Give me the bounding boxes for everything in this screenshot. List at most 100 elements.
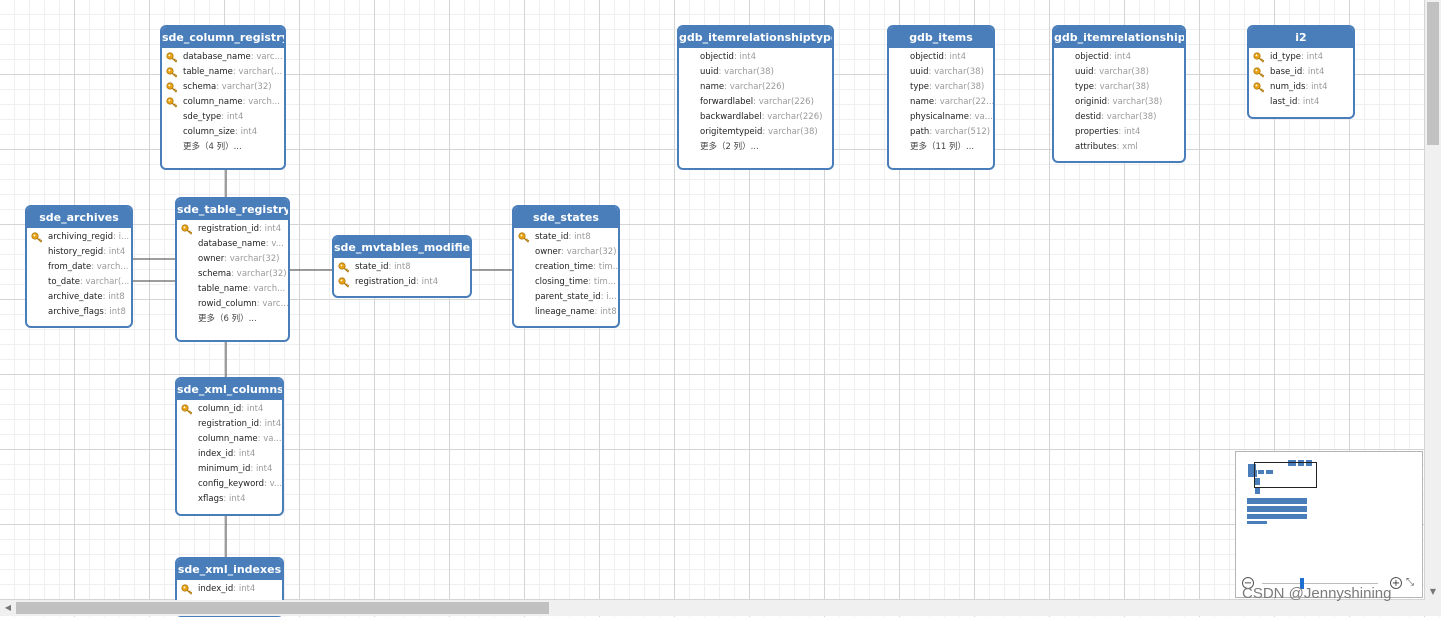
field-row[interactable]: objectid: int4 [1054, 50, 1184, 65]
field-row[interactable]: rowid_column: varc... [177, 297, 288, 312]
field-separator: : [1118, 127, 1124, 137]
field-row[interactable]: type: varchar(38) [1054, 80, 1184, 95]
field-row[interactable]: database_name: varc... [162, 50, 284, 65]
minimap[interactable]: − + ⤡ [1235, 451, 1423, 598]
vertical-scrollbar[interactable]: ▼ [1425, 0, 1441, 600]
minimap-block [1288, 460, 1296, 466]
field-row[interactable]: state_id: int8 [334, 260, 470, 275]
field-row[interactable]: properties: int4 [1054, 125, 1184, 140]
field-row[interactable]: originid: varchar(38) [1054, 95, 1184, 110]
field-row[interactable]: num_ids: int4 [1249, 80, 1353, 95]
scroll-down-icon[interactable]: ▼ [1429, 587, 1437, 596]
field-separator: : [593, 262, 599, 272]
field-row[interactable]: lineage_name: int8 [514, 305, 618, 320]
field-row[interactable]: archive_flags: int8 [27, 305, 131, 320]
field-row[interactable]: uuid: varchar(38) [1054, 65, 1184, 80]
field-row[interactable]: minimum_id: int4 [177, 462, 282, 477]
field-row[interactable]: name: varchar(22... [889, 95, 993, 110]
field-separator: : [241, 404, 247, 414]
field-row[interactable]: backwardlabel: varchar(226) [679, 110, 832, 125]
field-row[interactable]: id_type: int4 [1249, 50, 1353, 65]
field-row[interactable]: closing_time: tim... [514, 275, 618, 290]
field-row[interactable]: from_date: varch... [27, 260, 131, 275]
field-name: registration_id [198, 419, 260, 429]
field-row[interactable]: database_name: v... [177, 237, 288, 252]
field-row[interactable]: xflags: int4 [177, 492, 282, 507]
field-row[interactable]: archive_date: int8 [27, 290, 131, 305]
field-type: varchar(22... [939, 97, 993, 107]
field-row[interactable]: type: varchar(38) [889, 80, 993, 95]
horizontal-scrollbar[interactable]: ◀ [0, 600, 1441, 616]
field-row[interactable]: uuid: varchar(38) [679, 65, 832, 80]
zoom-slider-knob[interactable] [1300, 578, 1304, 589]
field-row[interactable]: registration_id: int4 [177, 222, 288, 237]
field-row[interactable]: parent_state_id: i... [514, 290, 618, 305]
more-columns-link[interactable]: 更多（4 列）... [183, 142, 242, 152]
field-row[interactable]: owner: varchar(32) [514, 245, 618, 260]
field-name: minimum_id [198, 464, 251, 474]
field-row[interactable]: table_name: varch... [177, 282, 288, 297]
field-row[interactable]: physicalname: va... [889, 110, 993, 125]
field-row[interactable]: name: varchar(226) [679, 80, 832, 95]
field-row[interactable]: objectid: int4 [889, 50, 993, 65]
field-row[interactable]: attributes: xml [1054, 140, 1184, 155]
field-row[interactable]: registration_id: int4 [334, 275, 470, 290]
field-row[interactable]: config_keyword: v... [177, 477, 282, 492]
field-row[interactable]: base_id: int4 [1249, 65, 1353, 80]
field-row[interactable]: schema: varchar(32) [162, 80, 284, 95]
field-row[interactable]: index_id: int4 [177, 447, 282, 462]
field-row[interactable]: to_date: varchar(... [27, 275, 131, 290]
resize-icon[interactable]: ⤡ [1406, 577, 1414, 588]
field-separator: : [929, 127, 935, 137]
field-row[interactable]: registration_id: int4 [177, 417, 282, 432]
more-columns-link[interactable]: 更多（2 列）... [700, 142, 759, 152]
minimap-block [1247, 498, 1307, 504]
field-row[interactable]: uuid: varchar(38) [889, 65, 993, 80]
zoom-in-icon[interactable]: + [1390, 577, 1402, 589]
field-row[interactable]: column_name: va... [177, 432, 282, 447]
field-name: column_size [183, 127, 236, 137]
field-row[interactable]: history_regid: int4 [27, 245, 131, 260]
scroll-left-icon[interactable]: ◀ [4, 603, 12, 612]
field-row[interactable]: destid: varchar(38) [1054, 110, 1184, 125]
field-type: varchar(... [238, 67, 283, 77]
more-columns-link[interactable]: 更多（6 列）... [198, 314, 257, 324]
zoom-slider-track[interactable] [1262, 583, 1378, 584]
field-row[interactable]: sde_type: int4 [162, 110, 284, 125]
field-row[interactable]: archiving_regid: i... [27, 230, 131, 245]
field-row[interactable]: schema: varchar(32) [177, 267, 288, 282]
field-row[interactable]: creation_time: tim... [514, 260, 618, 275]
field-row[interactable]: objectid: int4 [679, 50, 832, 65]
field-row[interactable]: owner: varchar(32) [177, 252, 288, 267]
minimap-viewport[interactable] [1254, 462, 1317, 488]
field-row[interactable]: forwardlabel: varchar(226) [679, 95, 832, 110]
key-icon [166, 82, 178, 93]
field-row[interactable]: column_name: varch... [162, 95, 284, 110]
field-row[interactable]: state_id: int8 [514, 230, 618, 245]
field-row[interactable]: table_name: varchar(... [162, 65, 284, 80]
field-row[interactable]: last_id: int4 [1249, 95, 1353, 110]
field-separator: : [235, 127, 241, 137]
zoom-out-icon[interactable]: − [1242, 577, 1254, 589]
field-separator: : [943, 52, 950, 62]
field-row[interactable]: index_id: int4 [177, 582, 282, 597]
field-row[interactable]: column_id: int4 [177, 402, 282, 417]
horizontal-scroll-thumb[interactable] [16, 602, 549, 614]
more-columns-link[interactable]: 更多（11 列）... [910, 142, 975, 152]
field-row[interactable]: origitemtypeid: varchar(38) [679, 125, 832, 140]
field-separator: : [718, 67, 725, 77]
vertical-scroll-thumb[interactable] [1427, 2, 1439, 145]
field-row[interactable]: column_size: int4 [162, 125, 284, 140]
field-row[interactable]: path: varchar(512) [889, 125, 993, 140]
